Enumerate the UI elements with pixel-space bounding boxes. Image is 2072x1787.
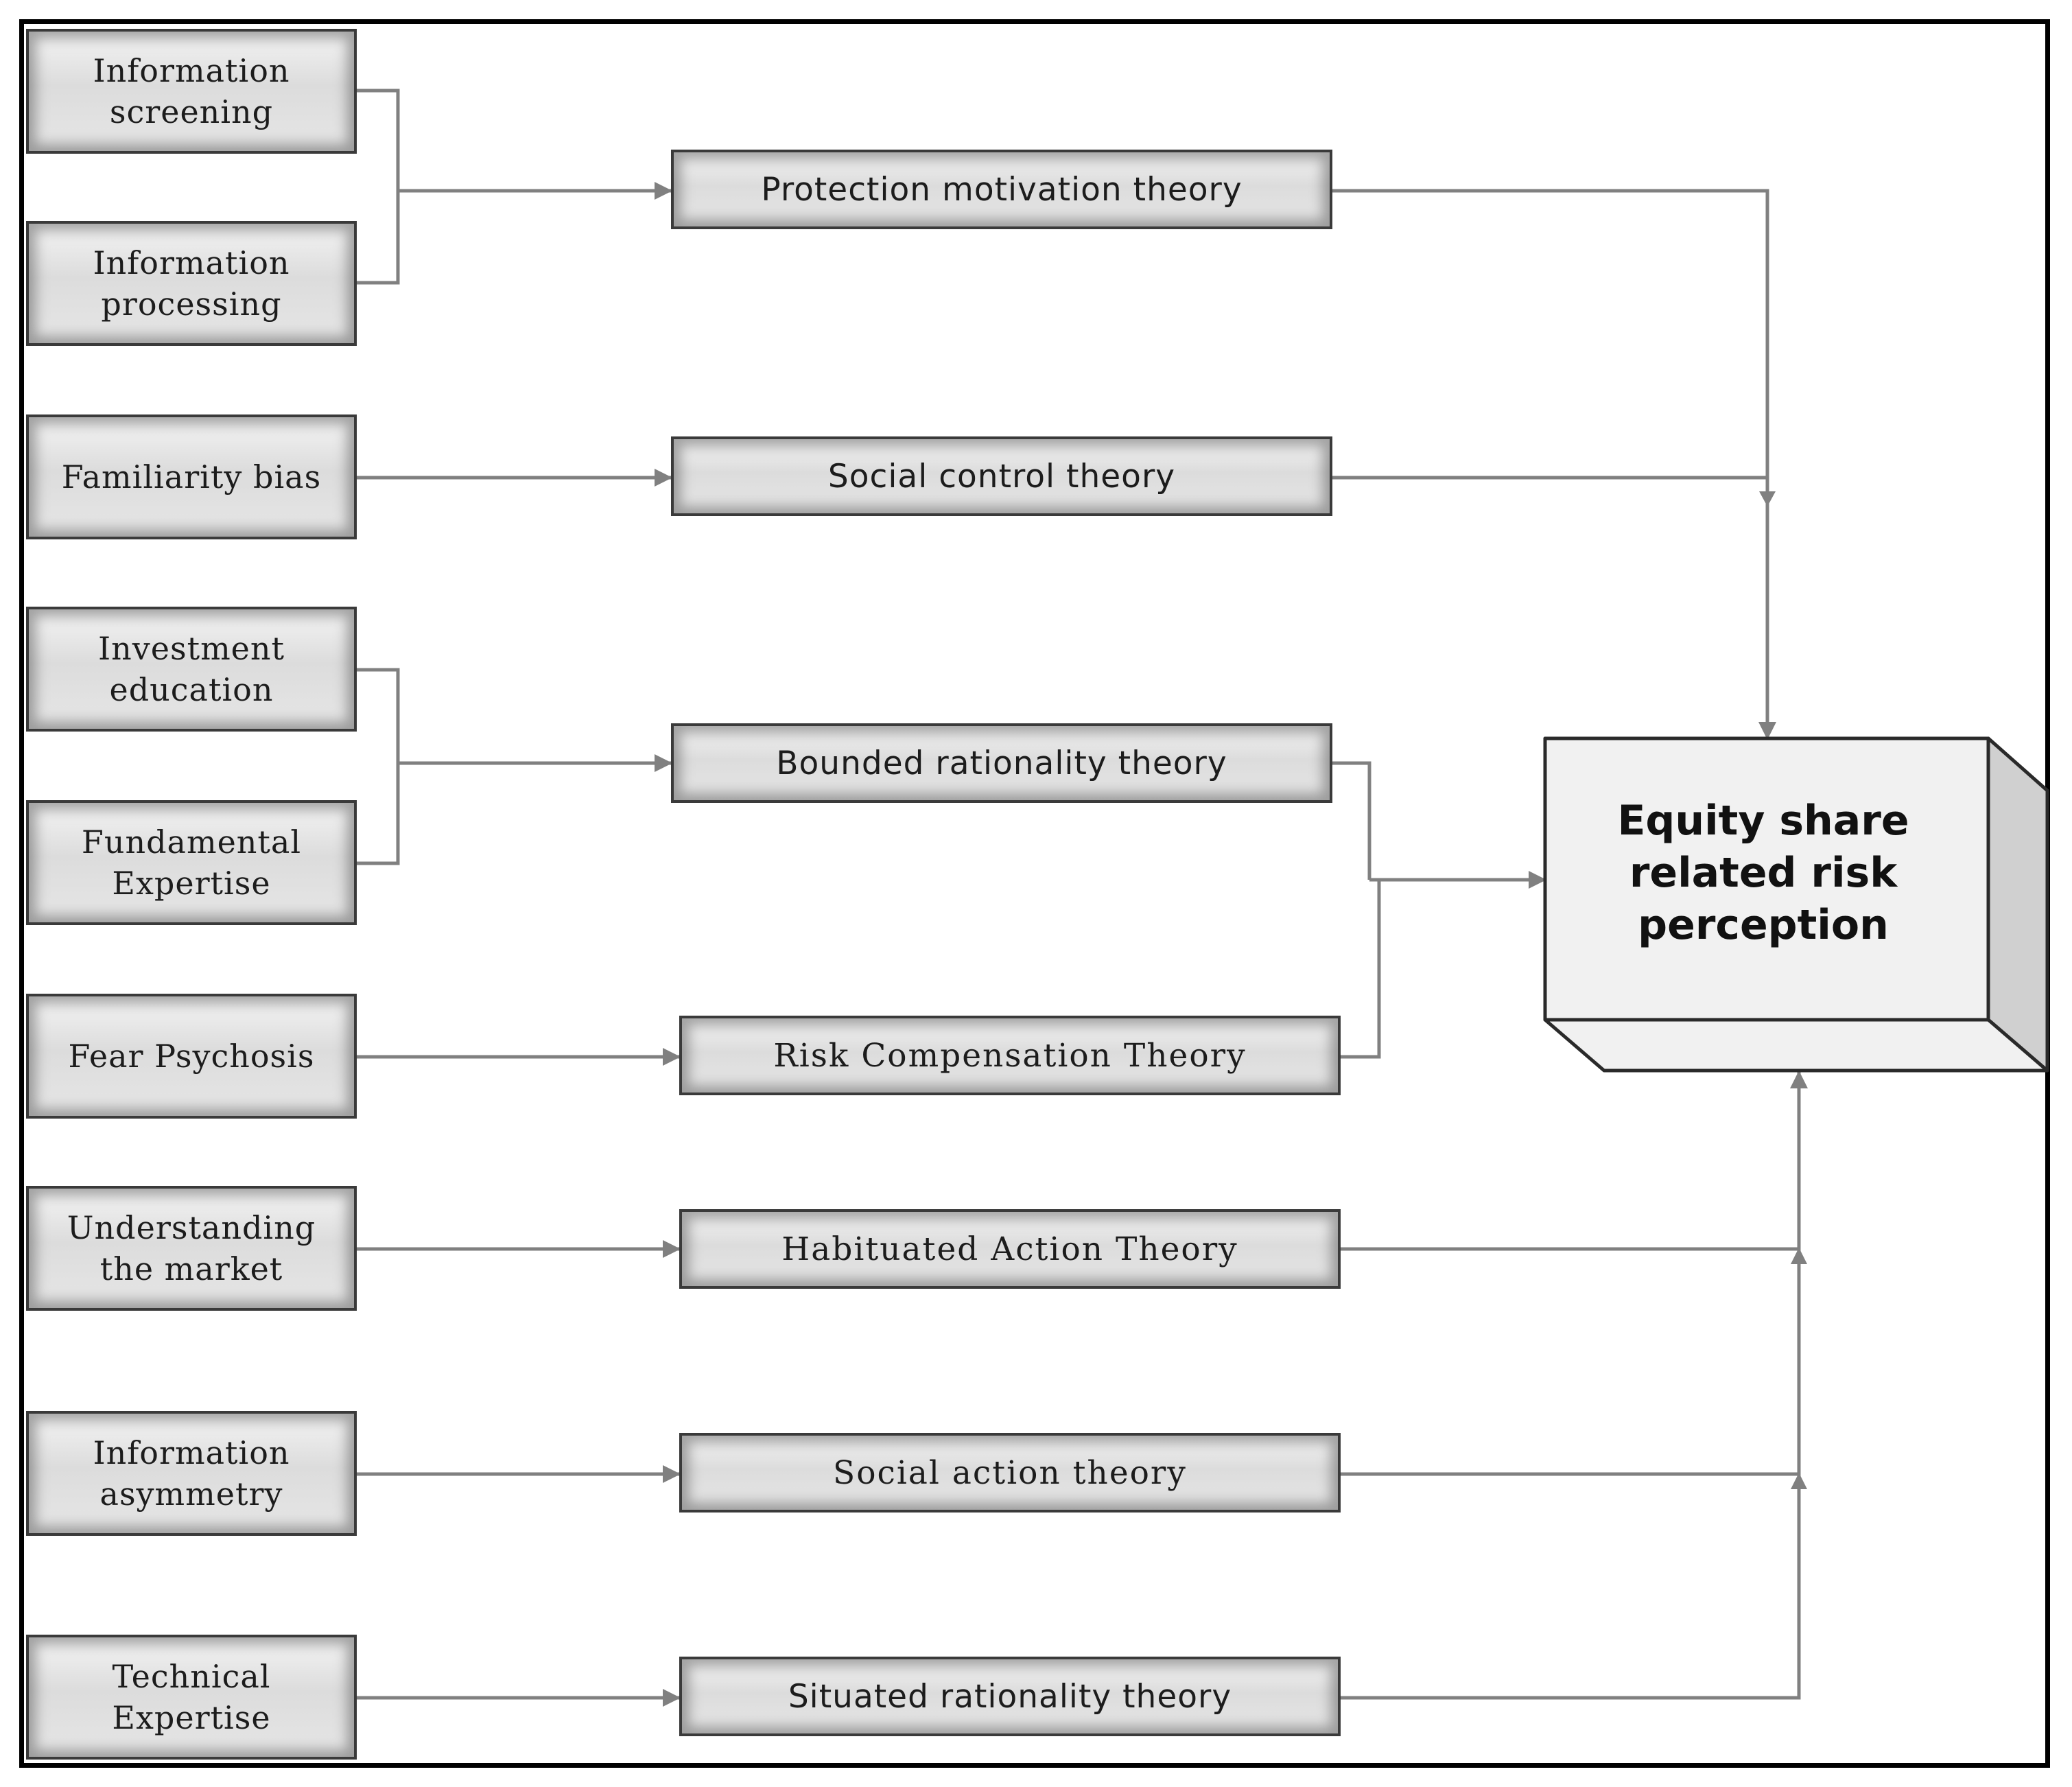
outcome-label-text: Equity share related risk perception bbox=[1617, 797, 1909, 949]
theory-risk-compensation: Risk Compensation Theory bbox=[679, 1016, 1341, 1095]
theory-bounded-rationality: Bounded rationality theory bbox=[671, 723, 1332, 803]
theory-label: Social action theory bbox=[833, 1453, 1187, 1492]
connector-info-screening bbox=[357, 89, 400, 191]
connector-fundamental-expertise bbox=[357, 763, 400, 865]
theory-protection-motivation: Protection motivation theory bbox=[671, 150, 1332, 229]
junction-arrow-social-action bbox=[1791, 1473, 1807, 1489]
theory-label: Risk Compensation Theory bbox=[773, 1036, 1247, 1075]
factor-label: Familiarity bias bbox=[61, 458, 322, 495]
connector-info-processing bbox=[357, 191, 400, 285]
factor-information-screening: Information screening bbox=[26, 29, 357, 154]
factor-technical-expertise: Technical Expertise bbox=[26, 1635, 357, 1760]
theory-label: Protection motivation theory bbox=[761, 170, 1243, 209]
factor-fundamental-expertise: Fundamental Expertise bbox=[26, 800, 357, 925]
outcome-box bbox=[1543, 736, 2049, 1073]
factor-label: Fear Psychosis bbox=[68, 1038, 315, 1075]
theory-habituated-action: Habituated Action Theory bbox=[679, 1209, 1341, 1289]
factor-familiarity-bias: Familiarity bias bbox=[26, 414, 357, 539]
connector-investment-education bbox=[357, 668, 400, 763]
outcome-box-front-face bbox=[1543, 736, 1990, 1022]
connector-protection-motivation bbox=[1332, 189, 1776, 740]
outcome-label: Equity share related risk perception bbox=[1544, 743, 1983, 1003]
connector-situated-rationality bbox=[1341, 1071, 1808, 1700]
factor-information-asymmetry: Information asymmetry bbox=[26, 1411, 357, 1536]
theory-situated-rationality: Situated rationality theory bbox=[679, 1657, 1341, 1736]
outcome-box-right-face bbox=[1986, 736, 2049, 1073]
junction-arrow-habituated-action bbox=[1791, 1248, 1807, 1264]
factor-information-processing: Information processing bbox=[26, 221, 357, 346]
factor-investment-education: Investment education bbox=[26, 607, 357, 732]
theory-label: Bounded rationality theory bbox=[776, 744, 1227, 782]
factor-label: Understanding the market bbox=[67, 1209, 316, 1287]
theory-social-control: Social control theory bbox=[671, 436, 1332, 516]
junction-arrow-social-control bbox=[1759, 491, 1776, 506]
factor-label: Investment education bbox=[97, 630, 285, 708]
factor-label: Information processing bbox=[93, 244, 290, 323]
factor-label: Information asymmetry bbox=[93, 1434, 290, 1512]
connector-bounded-rationality bbox=[1332, 761, 1371, 880]
factor-understanding-the-market: Understanding the market bbox=[26, 1186, 357, 1311]
factor-label: Information screening bbox=[93, 52, 290, 130]
connector-risk-compensation bbox=[1341, 880, 1381, 1059]
factor-fear-psychosis: Fear Psychosis bbox=[26, 994, 357, 1119]
theory-label: Habituated Action Theory bbox=[781, 1230, 1238, 1268]
theory-label: Situated rationality theory bbox=[788, 1677, 1232, 1716]
factor-label: Technical Expertise bbox=[112, 1658, 271, 1736]
factor-label: Fundamental Expertise bbox=[81, 824, 302, 902]
outcome-box-bottom-face bbox=[1543, 1018, 2049, 1073]
theory-social-action: Social action theory bbox=[679, 1433, 1341, 1512]
theory-label: Social control theory bbox=[827, 457, 1176, 495]
